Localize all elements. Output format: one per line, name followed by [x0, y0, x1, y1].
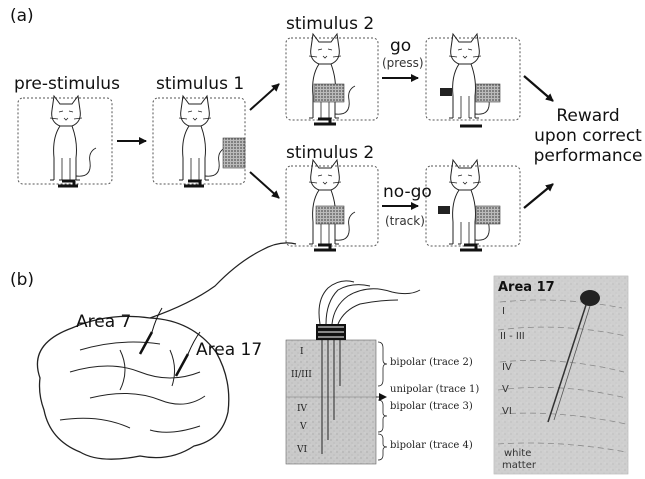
histology-title: Area 17 [498, 280, 555, 295]
stimulus2-top-label: stimulus 2 [286, 14, 374, 34]
go-result-frame [426, 38, 520, 120]
histology-layer-4: IV [502, 362, 512, 373]
go-sub-label: (press) [382, 56, 424, 70]
histology-layer-6: VI [502, 406, 512, 417]
go-label: go [390, 36, 411, 56]
stimulus2-nogo-patch [316, 206, 344, 224]
electrode-layer-6: VI [297, 445, 307, 455]
arrow-s1-to-s2-bottom [250, 172, 279, 198]
reward-line-2: upon correct [532, 126, 644, 146]
nogo-sub-label: (track) [385, 214, 425, 228]
arrow-s1-to-s2-top [250, 84, 279, 110]
electrode-layer-2: II/III [291, 370, 312, 380]
trace-4-label: bipolar (trace 4) [390, 440, 473, 451]
histology-layer-5: V [502, 384, 509, 395]
arrow-go-reward [524, 76, 553, 101]
white-matter-line-1: white [504, 448, 531, 459]
histology-layer-1: I [502, 306, 505, 317]
reward-label: Reward upon correct performance [532, 106, 644, 166]
brain-outline [37, 316, 228, 459]
trace-3-label: bipolar (trace 3) [390, 401, 473, 412]
histology-layer-23: II - III [500, 331, 525, 342]
area7-label: Area 7 [76, 312, 131, 332]
stimulus2-bottom-label: stimulus 2 [286, 143, 374, 163]
stimulus2-top-frame [286, 38, 378, 120]
stimulus1-label: stimulus 1 [156, 74, 244, 94]
stimulus2-go-patch [314, 84, 344, 102]
lesion-mark [580, 290, 600, 306]
trace-2-label: bipolar (trace 2) [390, 357, 473, 368]
trace-1-label: unipolar (trace 1) [390, 384, 479, 395]
electrode-layer-4: IV [297, 404, 307, 414]
panel-a-label: (a) [10, 6, 34, 26]
white-matter-line-2: matter [502, 460, 536, 471]
pre-stimulus-label: pre-stimulus [14, 74, 120, 94]
electrode-layer-1: I [300, 347, 304, 357]
pre-stimulus-frame [18, 98, 112, 184]
area17-label: Area 17 [196, 340, 262, 360]
reward-line-3: performance [532, 146, 644, 166]
stimulus1-patch [223, 138, 245, 168]
arrow-nogo-reward [524, 184, 553, 208]
reward-line-1: Reward [532, 106, 644, 126]
panel-b-label: (b) [10, 270, 34, 290]
electrode-layer-5: V [300, 422, 307, 432]
nogo-label: no-go [383, 182, 432, 202]
